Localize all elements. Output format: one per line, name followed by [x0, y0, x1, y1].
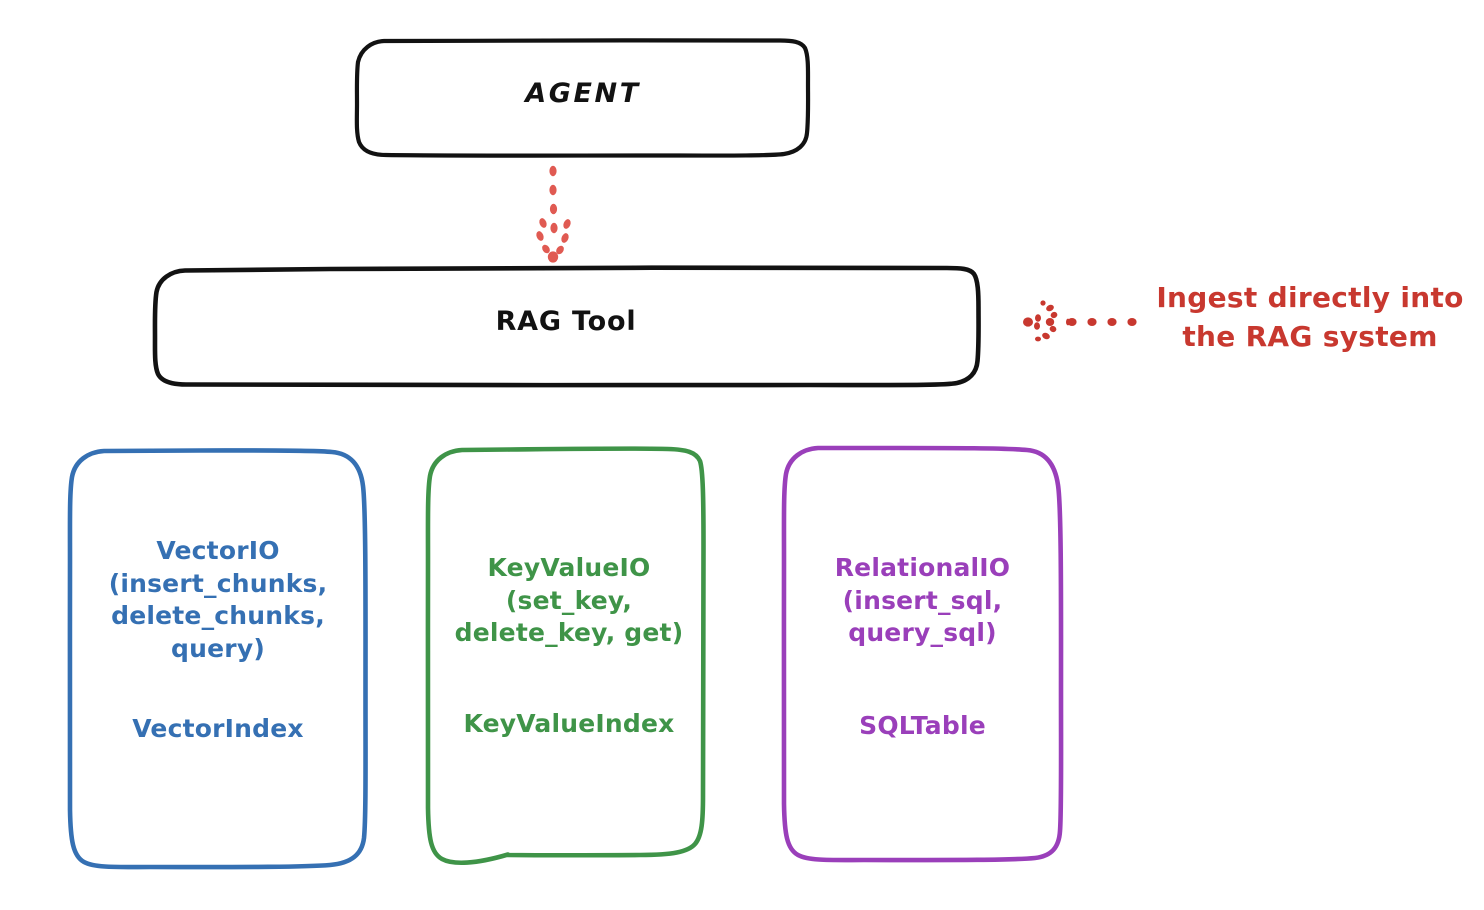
node-agent[interactable] [354, 38, 811, 158]
vector-io-box-outline [67, 448, 368, 870]
key-value-io-box-outline [425, 446, 706, 866]
edge-agent-to-rag-tool [536, 165, 571, 263]
rag-tool-box-outline [152, 265, 981, 388]
relational-io-box-outline [781, 445, 1064, 863]
node-key-value-io[interactable] [425, 446, 706, 866]
node-vector-io[interactable] [67, 448, 368, 870]
agent-box-outline [354, 38, 811, 158]
edge-ingest-to-rag-tool [1023, 300, 1137, 342]
node-relational-io[interactable] [781, 445, 1064, 863]
node-rag-tool[interactable] [152, 265, 981, 388]
